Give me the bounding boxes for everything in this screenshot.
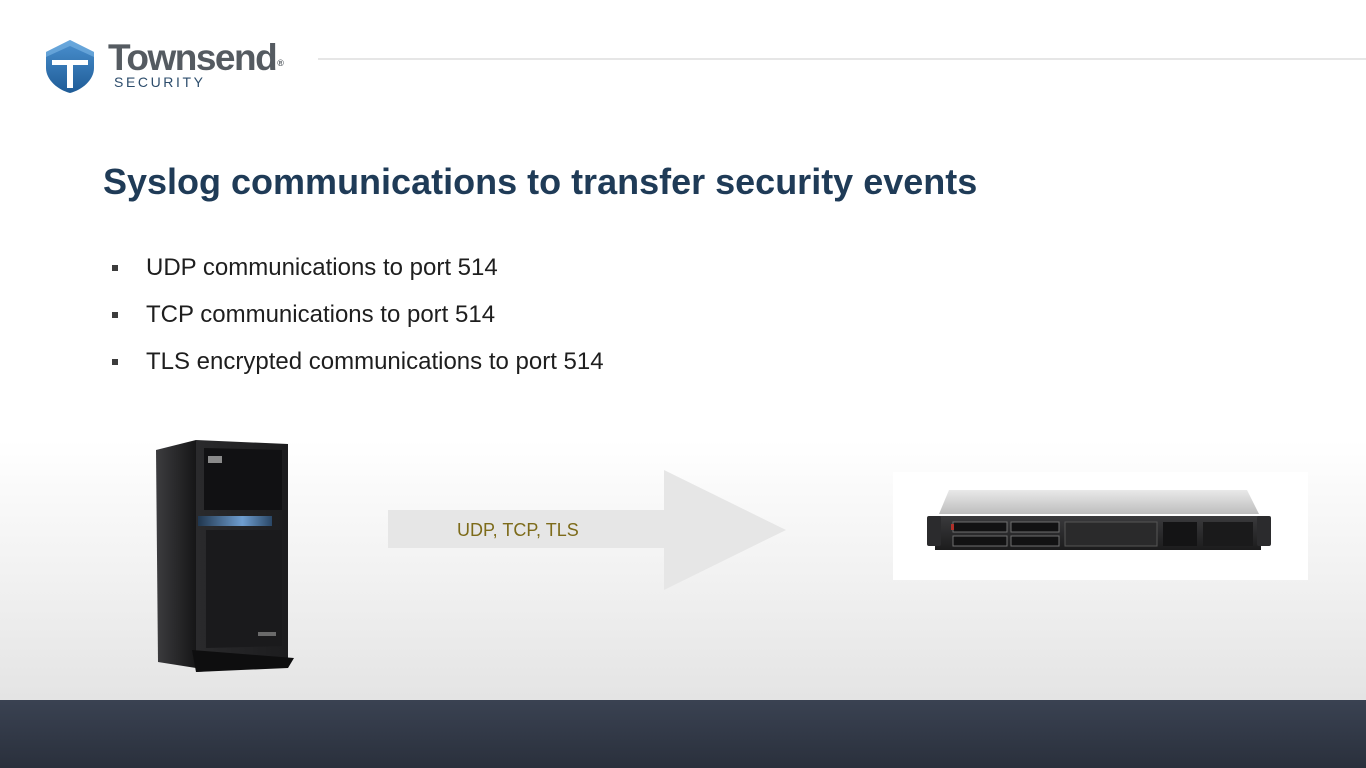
- shield-t-icon: [46, 40, 94, 93]
- arrow-label: UDP, TCP, TLS: [457, 520, 579, 540]
- brand-subname: SECURITY: [114, 74, 206, 90]
- header-rule: [318, 58, 1366, 60]
- square-bullet-icon: [112, 265, 118, 271]
- protocol-arrow: [388, 470, 788, 595]
- model-badge: [258, 632, 276, 636]
- brand-name: Townsend®: [108, 37, 284, 78]
- bullet-text: TCP communications to port 514: [146, 301, 496, 328]
- square-bullet-icon: [112, 312, 118, 318]
- bullet-text: UDP communications to port 514: [146, 254, 498, 281]
- slide-title: Syslog communications to transfer securi…: [103, 161, 978, 202]
- ibm-system-i-server-image: [148, 436, 298, 681]
- rack-server-image: [893, 472, 1308, 580]
- square-bullet-icon: [112, 359, 118, 365]
- bullet-text: TLS encrypted communications to port 514: [146, 348, 604, 375]
- ibm-badge: [208, 456, 222, 463]
- townsend-logo: Townsend® SECURITY: [42, 38, 302, 94]
- footer-band: [0, 700, 1366, 768]
- registered-mark: ®: [277, 58, 284, 68]
